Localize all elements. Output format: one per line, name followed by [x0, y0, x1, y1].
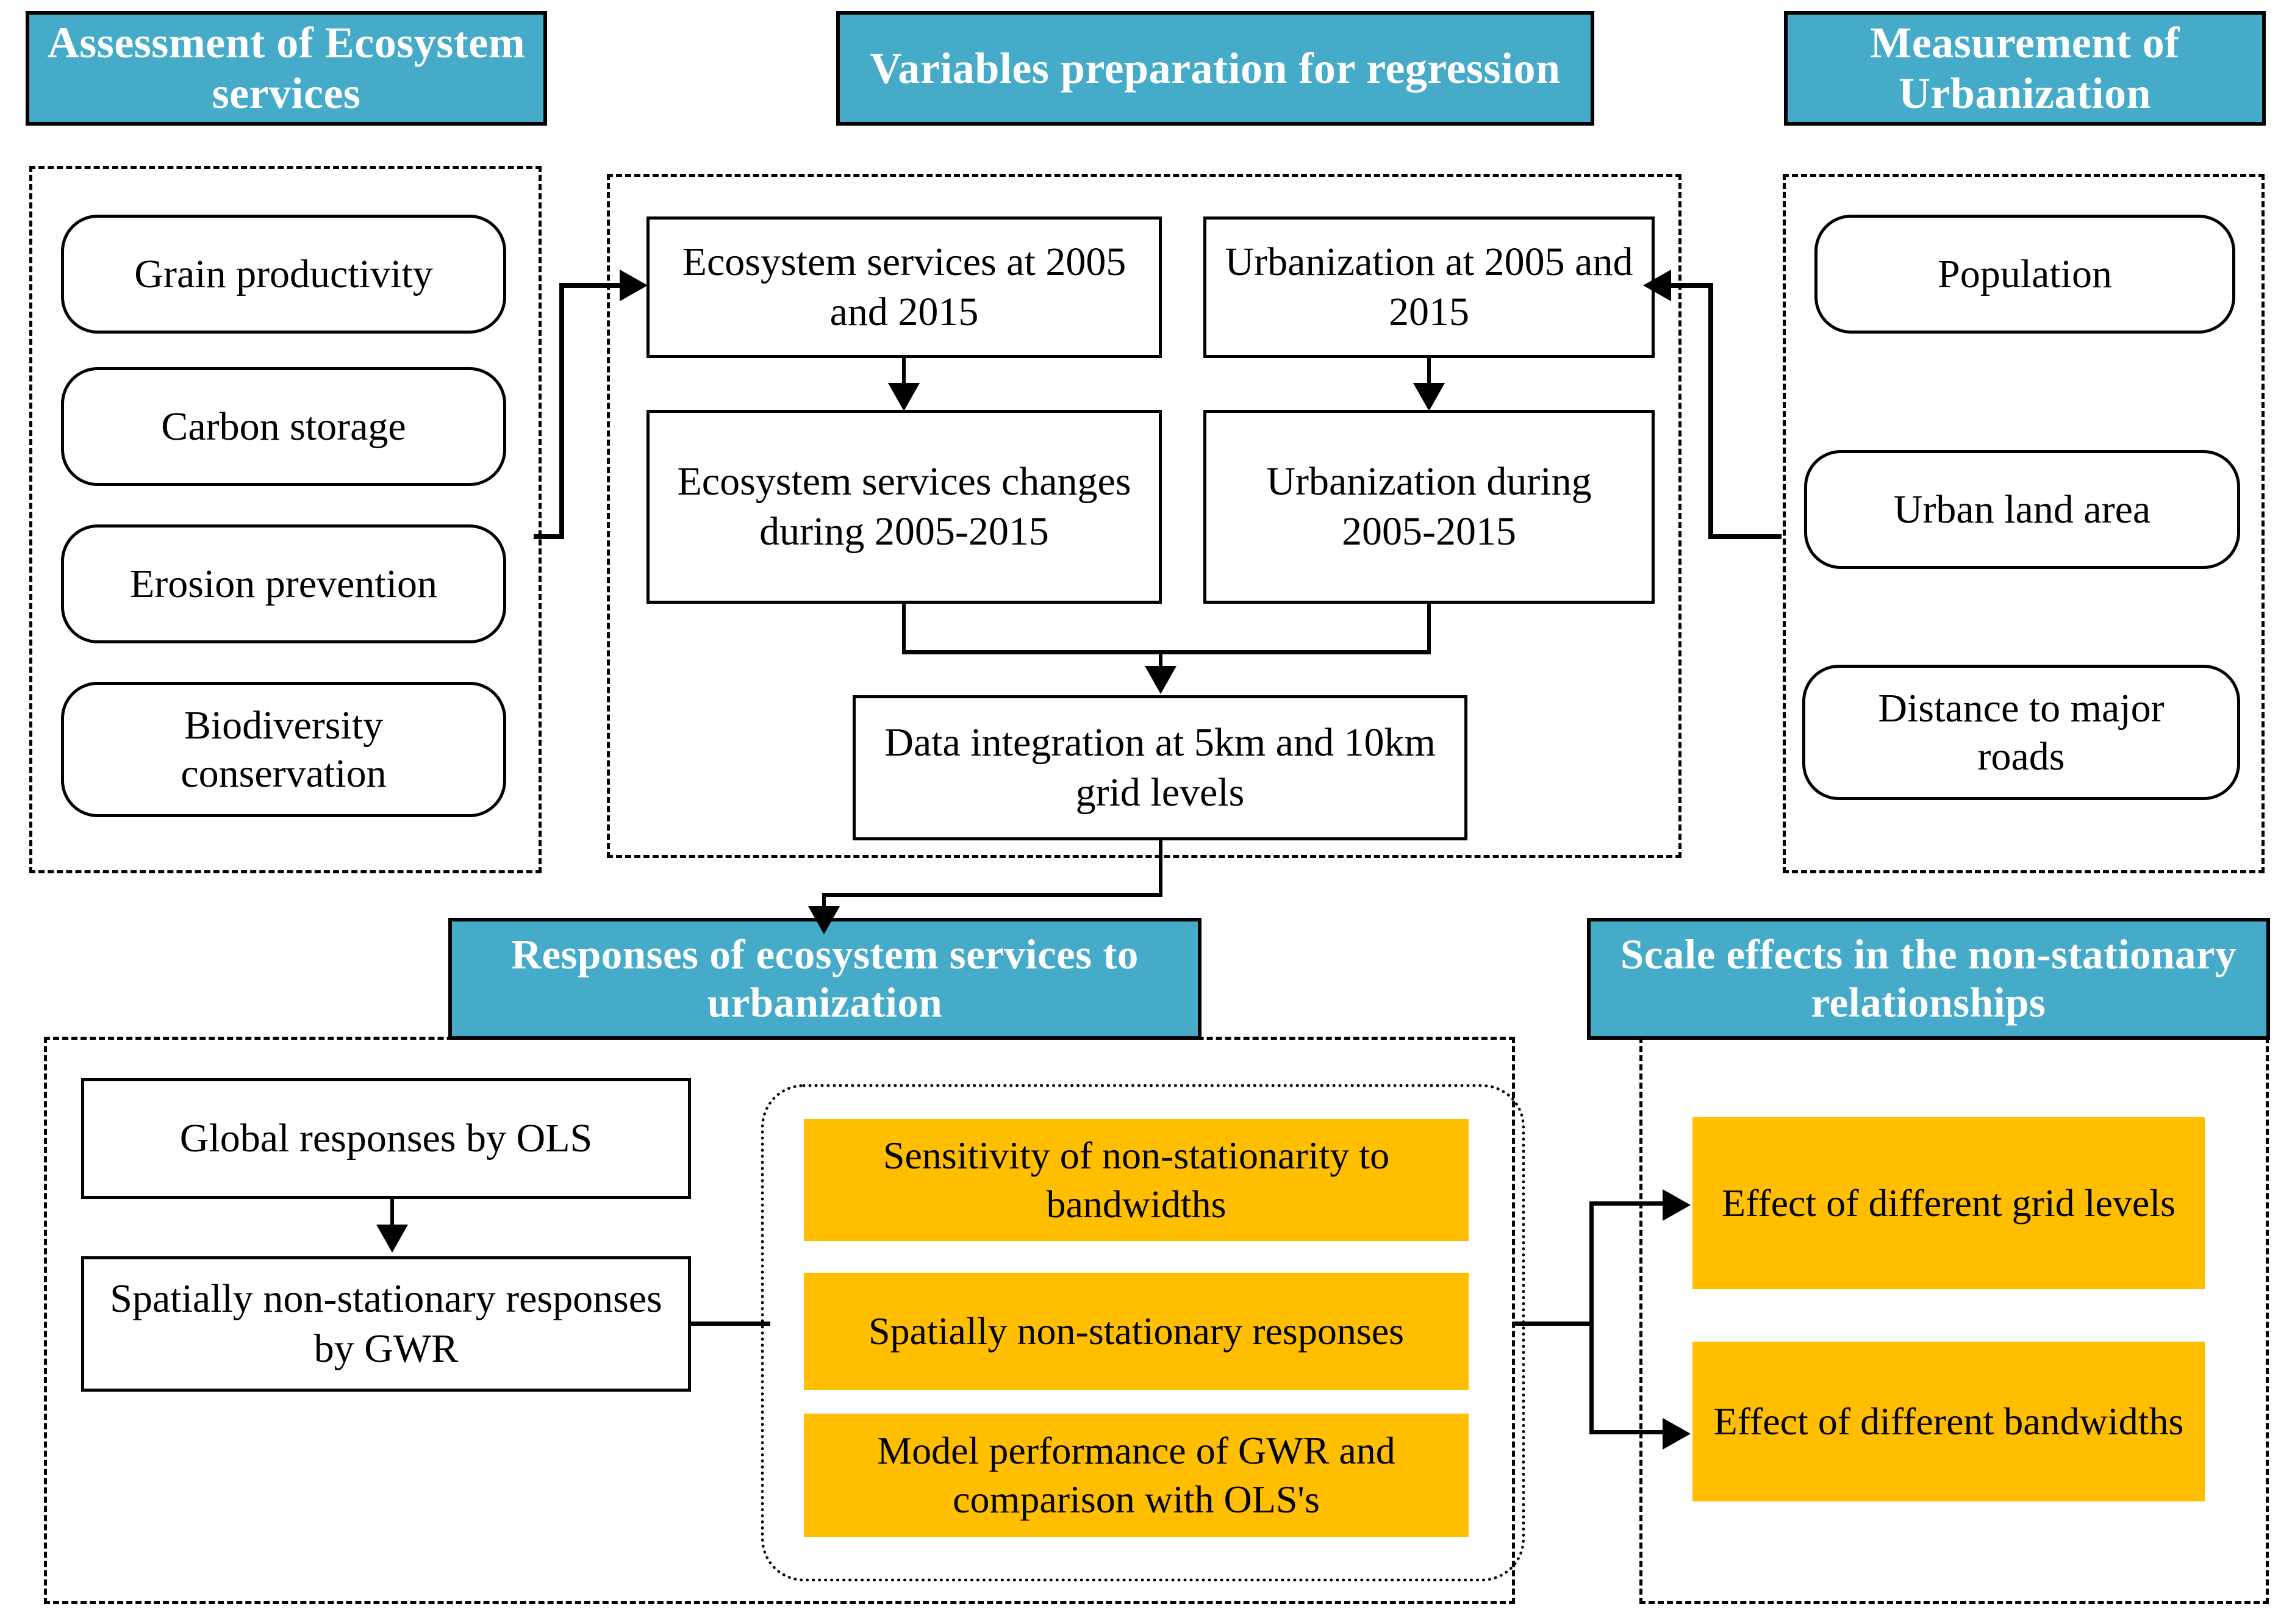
connector-assessment-to-es-top [559, 283, 632, 288]
connector-integration-to-responses [822, 893, 826, 915]
group-measurement [1783, 174, 2265, 873]
connector-scale-lower-branch [1589, 1430, 1666, 1434]
connector-gwr-to-highlights [691, 1322, 770, 1326]
highlight-spatially-non-stationary-responses[interactable]: Spatially non-stationary responses [804, 1273, 1469, 1390]
box-urbanization-at-2005-and-2015[interactable]: Urbanization at 2005 and 2015 [1203, 216, 1655, 358]
box-ecosystem-services-at-2005-and-2015[interactable]: Ecosystem services at 2005 and 2015 [646, 216, 1162, 358]
header-measurement-of-urbanization: Measurement of Urbanization [1784, 11, 2266, 126]
arrow-down-icon-ols-to-gwr [376, 1225, 408, 1253]
pill-urban-land-area[interactable]: Urban land area [1804, 450, 2240, 569]
arrow-down-icon-urb-years-to-changes [1413, 383, 1445, 411]
arrow-down-icon-into-responses-header [808, 906, 840, 934]
pill-grain-productivity[interactable]: Grain productivity [61, 215, 506, 334]
pill-erosion-prevention[interactable]: Erosion prevention [61, 524, 506, 643]
connector-merge-to-integration [1159, 650, 1162, 671]
pill-carbon-storage[interactable]: Carbon storage [61, 367, 506, 486]
connector-urb-years-to-urb-changes [1427, 358, 1431, 387]
arrow-right-icon-to-effect-grid-levels [1663, 1189, 1691, 1221]
group-assessment [29, 166, 542, 873]
connector-scale-upper-branch [1589, 1201, 1666, 1206]
highlight-model-performance-of-gwr-and-comparison-with-ols[interactable]: Model performance of GWR and comparison … [804, 1414, 1469, 1537]
group-responses [44, 1037, 1515, 1604]
connector-merge-horizontal [902, 650, 1431, 654]
highlight-effect-of-different-bandwidths[interactable]: Effect of different bandwidths [1692, 1342, 2205, 1501]
header-variables-preparation-for-regression: Variables preparation for regression [836, 11, 1594, 126]
box-ecosystem-services-changes-during-2005-2015[interactable]: Ecosystem services changes during 2005-2… [646, 410, 1162, 604]
connector-ols-to-gwr [390, 1199, 394, 1228]
group-scale-effects [1639, 1037, 2269, 1604]
connector-scale-split-vertical [1589, 1201, 1594, 1434]
pill-distance-to-major-roads[interactable]: Distance to major roads [1802, 665, 2240, 800]
group-variables [607, 174, 1681, 858]
connector-assessment-to-es-vertical [559, 283, 564, 539]
connector-assessment-to-es-bottom [534, 534, 564, 539]
arrow-right-icon-into-es-box [620, 270, 648, 301]
connector-measurement-to-urb-top [1671, 283, 1713, 288]
connector-measurement-to-urb-bottom [1708, 534, 1782, 539]
arrow-left-icon-into-urb-box [1643, 270, 1671, 301]
box-spatially-non-stationary-responses-by-gwr[interactable]: Spatially non-stationary responses by GW… [81, 1256, 691, 1392]
pill-biodiversity-conservation[interactable]: Biodiversity conservation [61, 682, 506, 817]
header-scale-effects-in-the-non-stationary-relationships: Scale effects in the non-stationary rela… [1587, 918, 2270, 1040]
connector-es-years-to-es-changes [902, 358, 906, 387]
arrow-right-icon-to-effect-bandwidths [1663, 1418, 1691, 1450]
group-gwr-analysis-highlights [761, 1084, 1525, 1581]
connector-es-changes-down [902, 604, 906, 654]
connector-integration-down [1159, 840, 1162, 896]
box-urbanization-during-2005-2015[interactable]: Urbanization during 2005-2015 [1203, 410, 1655, 604]
pill-population[interactable]: Population [1814, 215, 2235, 334]
connector-urb-changes-down [1427, 604, 1431, 654]
highlight-sensitivity-of-non-stationarity-to-bandwidths[interactable]: Sensitivity of non-stationarity to bandw… [804, 1119, 1469, 1241]
highlight-effect-of-different-grid-levels[interactable]: Effect of different grid levels [1692, 1117, 2205, 1289]
connector-highlights-to-scale-horizontal [1513, 1322, 1593, 1326]
box-global-responses-by-ols[interactable]: Global responses by OLS [81, 1078, 691, 1199]
header-assessment-of-ecosystem-services: Assessment of Ecosystem services [26, 11, 547, 126]
connector-integration-left [822, 893, 1162, 897]
box-data-integration-at-grid-levels[interactable]: Data integration at 5km and 10km grid le… [853, 695, 1467, 840]
arrow-down-icon-into-data-integration [1145, 666, 1176, 694]
header-responses-of-ecosystem-services-to-urbanization: Responses of ecosystem services to urban… [448, 918, 1202, 1040]
arrow-down-icon-es-years-to-changes [888, 383, 920, 411]
connector-measurement-to-urb-vertical [1708, 283, 1713, 539]
